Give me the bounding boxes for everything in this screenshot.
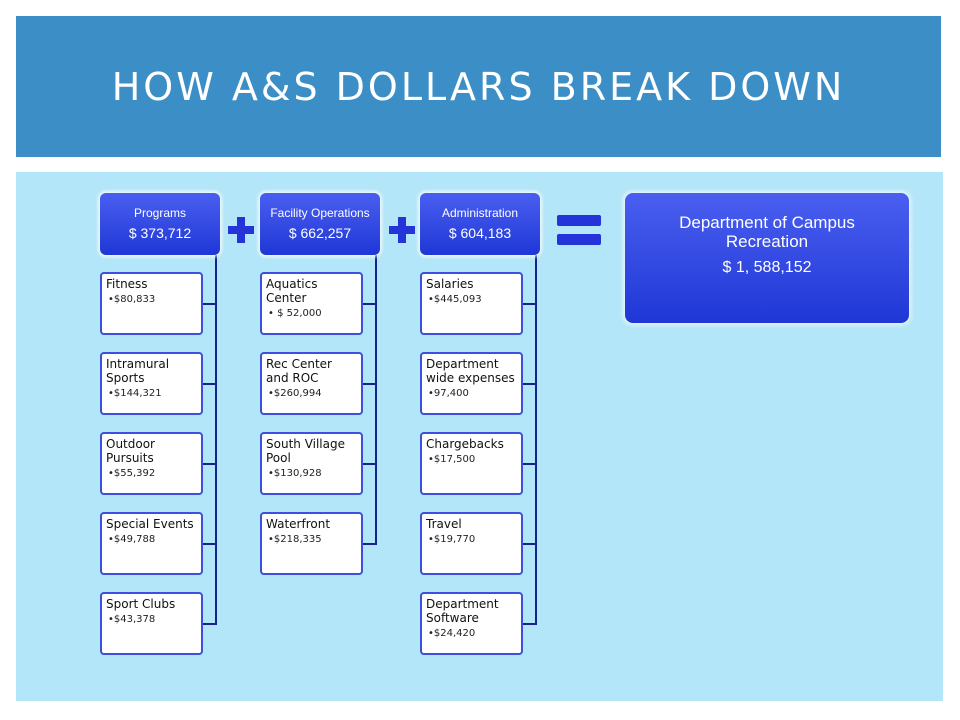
item-title: Fitness — [106, 277, 148, 291]
item-amount: •$144,321 — [108, 388, 162, 399]
item-title: Chargebacks — [426, 437, 504, 451]
item-title: Outdoor Pursuits — [106, 437, 155, 465]
item-title: Special Events — [106, 517, 194, 531]
item-amount: •97,400 — [428, 388, 469, 399]
item-amount: •$55,392 — [108, 468, 156, 479]
item-sport-clubs: Sport Clubs •$43,378 — [100, 592, 203, 655]
connector-intramural — [203, 383, 216, 385]
item-amount: •$260,994 — [268, 388, 322, 399]
item-amount: • $ 52,000 — [268, 308, 322, 319]
connector-south-village — [363, 463, 376, 465]
facility-operations-title: Facility Operations — [270, 206, 370, 220]
programs-title: Programs — [133, 206, 186, 220]
connector-programs-trunk — [215, 255, 217, 625]
item-amount: •$43,378 — [108, 614, 156, 625]
item-title: Rec Center and ROC — [266, 357, 332, 385]
connector-salaries — [523, 303, 536, 305]
item-south-village-pool: South Village Pool •$130,928 — [260, 432, 363, 495]
programs-header: Programs $ 373,712 — [100, 193, 220, 255]
equals-icon — [557, 215, 601, 245]
connector-admin-trunk — [535, 255, 537, 625]
item-outdoor-pursuits: Outdoor Pursuits •$55,392 — [100, 432, 203, 495]
plus-icon — [228, 217, 254, 243]
connector-special-events — [203, 543, 216, 545]
page-title: HOW A&S DOLLARS BREAK DOWN — [111, 64, 846, 109]
result-amount: $ 1, 588,152 — [722, 259, 812, 276]
item-title: Waterfront — [266, 517, 331, 531]
administration-title: Administration — [441, 206, 519, 220]
connector-travel — [523, 543, 536, 545]
item-amount: •$24,420 — [428, 628, 476, 639]
connector-dept-wide — [523, 383, 536, 385]
total-result-box: Department of Campus Recreation $ 1, 588… — [625, 193, 909, 323]
title-bar: HOW A&S DOLLARS BREAK DOWN — [16, 16, 941, 157]
item-title: Sport Clubs — [106, 597, 176, 611]
item-title: Intramural Sports — [106, 357, 170, 385]
item-amount: •$130,928 — [268, 468, 322, 479]
item-title: Salaries — [426, 277, 474, 291]
connector-software — [523, 623, 536, 625]
item-aquatics-center: Aquatics Center • $ 52,000 — [260, 272, 363, 335]
connector-facility-trunk — [375, 255, 377, 545]
administration-amount: $ 604,183 — [448, 225, 512, 241]
item-amount: •$445,093 — [428, 294, 482, 305]
item-amount: •$80,833 — [108, 294, 156, 305]
item-waterfront: Waterfront •$218,335 — [260, 512, 363, 575]
administration-header: Administration $ 604,183 — [420, 193, 540, 255]
item-title: Department wide expenses — [426, 357, 515, 385]
item-fitness: Fitness •$80,833 — [100, 272, 203, 335]
connector-rec-center — [363, 383, 376, 385]
item-amount: •$19,770 — [428, 534, 476, 545]
item-title: Department Software — [426, 597, 499, 625]
item-amount: •$17,500 — [428, 454, 476, 465]
item-rec-center-roc: Rec Center and ROC •$260,994 — [260, 352, 363, 415]
item-travel: Travel •$19,770 — [420, 512, 523, 575]
result-title: Department of Campus Recreation — [679, 213, 855, 251]
item-special-events: Special Events •$49,788 — [100, 512, 203, 575]
connector-waterfront — [363, 543, 376, 545]
facility-operations-header: Facility Operations $ 662,257 — [260, 193, 380, 255]
item-intramural-sports: Intramural Sports •$144,321 — [100, 352, 203, 415]
item-title: South Village Pool — [266, 437, 345, 465]
connector-chargebacks — [523, 463, 536, 465]
item-title: Travel — [426, 517, 462, 531]
connector-fitness — [203, 303, 216, 305]
connector-outdoor — [203, 463, 216, 465]
item-department-wide-expenses: Department wide expenses •97,400 — [420, 352, 523, 415]
item-department-software: Department Software •$24,420 — [420, 592, 523, 655]
item-salaries: Salaries •$445,093 — [420, 272, 523, 335]
item-title: Aquatics Center — [266, 277, 318, 305]
item-chargebacks: Chargebacks •$17,500 — [420, 432, 523, 495]
programs-amount: $ 373,712 — [128, 225, 192, 241]
connector-sport-clubs — [203, 623, 216, 625]
facility-operations-amount: $ 662,257 — [288, 225, 352, 241]
connector-aquatics — [363, 303, 376, 305]
item-amount: •$218,335 — [268, 534, 322, 545]
item-amount: •$49,788 — [108, 534, 156, 545]
plus-icon — [389, 217, 415, 243]
